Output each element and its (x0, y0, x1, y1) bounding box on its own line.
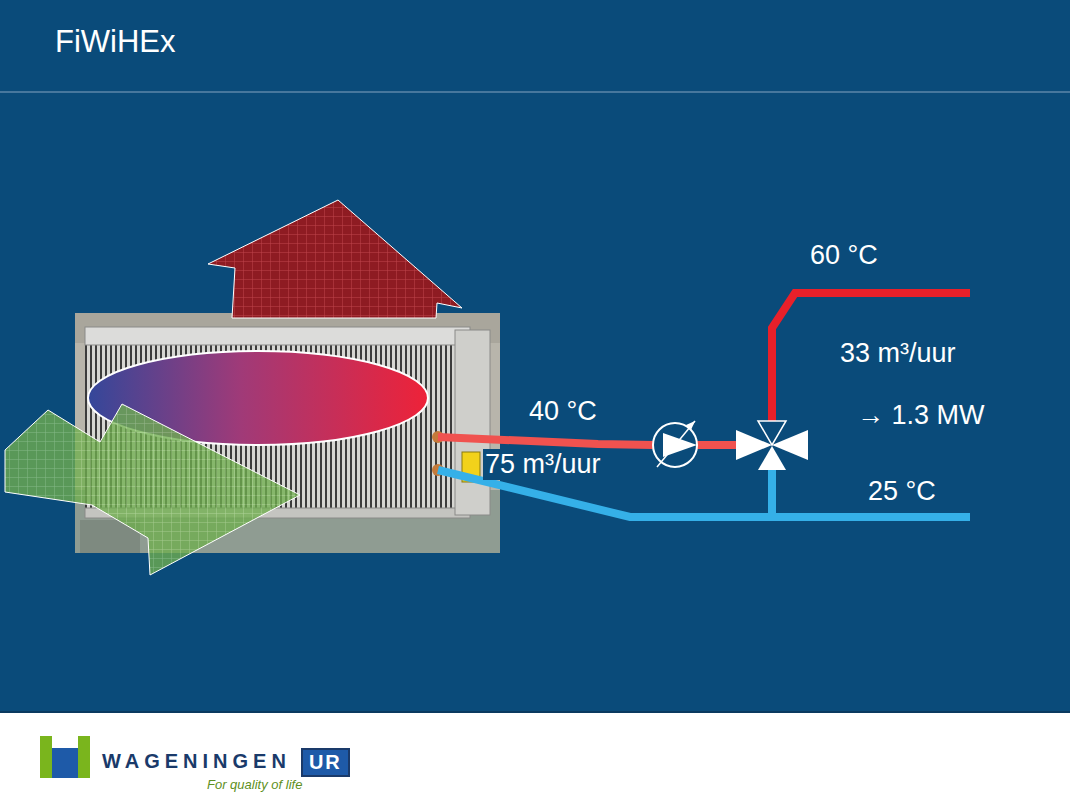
title-rule (0, 91, 1070, 93)
inlet-air-arrow (5, 404, 300, 575)
power-label: → 1.3 MW (855, 400, 987, 431)
temperature-label: 25 °C (866, 476, 938, 507)
logo-mark (40, 736, 90, 778)
flow-label: 33 m³/uur (838, 338, 958, 369)
warm-air-arrow (208, 200, 462, 318)
pump-symbol (653, 421, 697, 467)
footer-ground (0, 712, 1070, 805)
three-way-valve (736, 421, 808, 470)
logo-wordmark: WAGENINGEN (100, 750, 293, 773)
footer-rule (0, 711, 1070, 713)
slide-title: FiWiHEx (55, 24, 176, 60)
temperature-label: 60 °C (808, 240, 880, 271)
logo-badge: UR (301, 748, 350, 777)
temperature-label: 40 °C (527, 396, 599, 427)
flow-label: 75 m³/uur (483, 449, 603, 480)
hot-pipe (438, 437, 653, 445)
hot-pipe (697, 441, 740, 449)
slide-ground (0, 0, 1070, 712)
return-pipe (768, 468, 776, 517)
logo-tagline: For quality of life (205, 778, 304, 793)
